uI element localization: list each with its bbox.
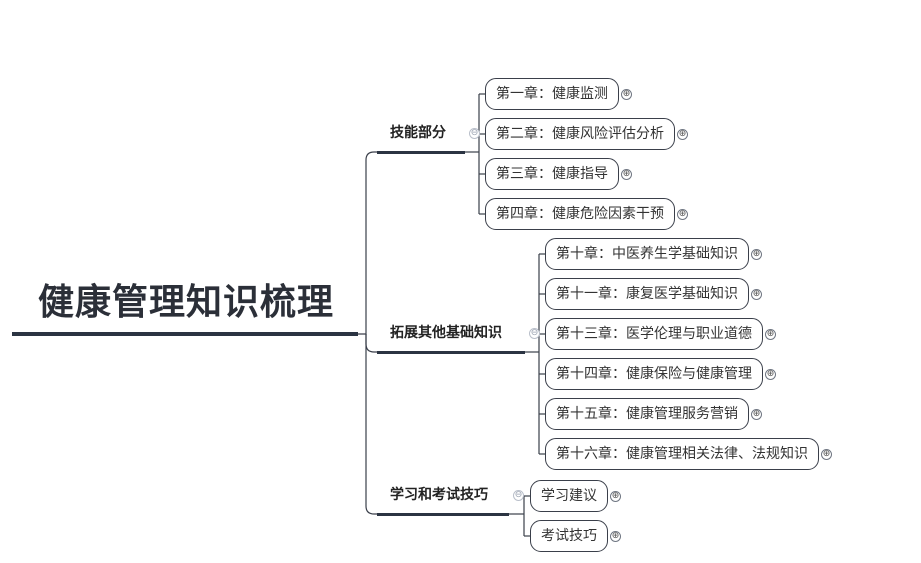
expand-icon[interactable]: ⊕ xyxy=(677,209,688,220)
topic-chapter-2[interactable]: 第二章：健康风险评估分析 xyxy=(485,118,675,150)
branch-skills-underline xyxy=(377,151,465,154)
collapse-icon[interactable]: ⊖ xyxy=(513,490,524,501)
topic-exam-tips[interactable]: 考试技巧 xyxy=(530,520,608,552)
branch-extended-knowledge[interactable]: 拓展其他基础知识 xyxy=(390,325,502,341)
collapse-icon[interactable]: ⊖ xyxy=(469,128,480,139)
topic-chapter-4[interactable]: 第四章：健康危险因素干预 xyxy=(485,198,675,230)
topic-chapter-15[interactable]: 第十五章：健康管理服务营销 xyxy=(545,398,749,430)
expand-icon[interactable]: ⊕ xyxy=(765,329,776,340)
branch-study-exam-tips[interactable]: 学习和考试技巧 xyxy=(390,487,488,503)
branch-extended-knowledge-underline xyxy=(377,351,525,354)
topic-chapter-13[interactable]: 第十三章：医学伦理与职业道德 xyxy=(545,318,763,350)
topic-chapter-1[interactable]: 第一章：健康监测 xyxy=(485,78,619,110)
expand-icon[interactable]: ⊕ xyxy=(821,449,832,460)
topic-chapter-10[interactable]: 第十章：中医养生学基础知识 xyxy=(545,238,749,270)
topic-chapter-11[interactable]: 第十一章：康复医学基础知识 xyxy=(545,278,749,310)
topic-chapter-16[interactable]: 第十六章：健康管理相关法律、法规知识 xyxy=(545,438,819,470)
connector-line xyxy=(358,151,378,335)
expand-icon[interactable]: ⊕ xyxy=(677,129,688,140)
branch-skills[interactable]: 技能部分 xyxy=(390,125,446,141)
root-topic[interactable]: 健康管理知识梳理 xyxy=(37,282,334,323)
expand-icon[interactable]: ⊕ xyxy=(621,169,632,180)
topic-study-advice[interactable]: 学习建议 xyxy=(530,480,608,512)
expand-icon[interactable]: ⊕ xyxy=(751,409,762,420)
expand-icon[interactable]: ⊕ xyxy=(621,89,632,100)
expand-icon[interactable]: ⊕ xyxy=(751,249,762,260)
expand-icon[interactable]: ⊕ xyxy=(610,531,621,542)
branch-study-exam-tips-underline xyxy=(377,513,509,516)
expand-icon[interactable]: ⊕ xyxy=(765,369,776,380)
topic-chapter-3[interactable]: 第三章：健康指导 xyxy=(485,158,619,190)
expand-icon[interactable]: ⊕ xyxy=(610,491,621,502)
connector-line xyxy=(365,334,378,515)
topic-chapter-14[interactable]: 第十四章：健康保险与健康管理 xyxy=(545,358,763,390)
root-underline xyxy=(12,332,358,336)
connector-line xyxy=(365,334,378,353)
expand-icon[interactable]: ⊕ xyxy=(751,289,762,300)
collapse-icon[interactable]: ⊖ xyxy=(529,328,540,339)
